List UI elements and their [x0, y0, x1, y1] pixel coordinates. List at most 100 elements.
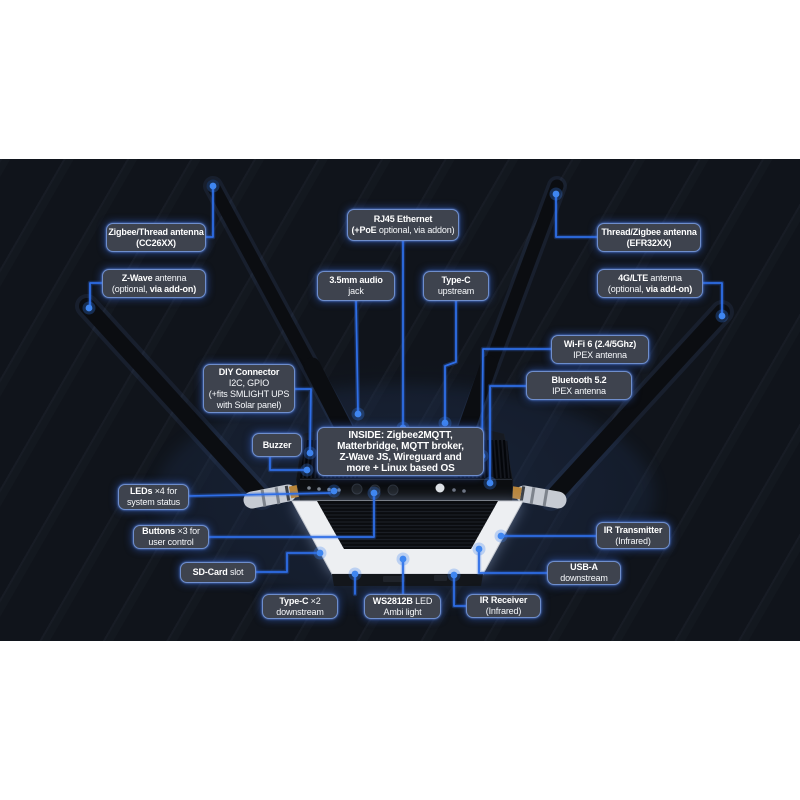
label-line: INSIDE: Zigbee2MQTT, [348, 429, 453, 441]
connector-dot-buzzer [303, 466, 311, 474]
label-line: Matterbridge, MQTT broker, [337, 440, 464, 452]
lte-antenna-graphic [510, 300, 734, 511]
label-line: IPEX antenna [552, 385, 606, 396]
connector-z-wave-antenna [89, 282, 103, 307]
label-line: (+fits SMLIGHT UPS [208, 388, 290, 399]
label-zigbee-thread-antenna: Zigbee/Thread antenna(CC26XX) [106, 223, 206, 252]
label-line: Ambi light [383, 606, 422, 617]
label-line: Z-Wave antenna [121, 272, 187, 283]
connector-buzzer [269, 456, 305, 471]
connector-dot-leds [330, 487, 338, 495]
connector-dot-type-c-upstream [441, 419, 449, 427]
label-line: Thread/Zigbee antenna [601, 226, 697, 237]
connector-dot-thread-zigbee-antenna [552, 190, 560, 198]
label-thread-zigbee-antenna: Thread/Zigbee antenna(EFR32XX) [597, 223, 701, 252]
label-line: jack [348, 286, 364, 296]
connector-thread-zigbee-antenna [555, 196, 598, 238]
label-inside-note: INSIDE: Zigbee2MQTT,Matterbridge, MQTT b… [317, 427, 484, 476]
label-line: 3.5mm audio [329, 275, 383, 285]
connector-type-c-upstream [444, 300, 457, 421]
label-line: LEDs ×4 for [129, 486, 178, 496]
connector-dot-audio-jack [354, 410, 362, 418]
label-line: Type-C ×2 [279, 595, 321, 606]
thread-zigbee-antenna-graphic [454, 176, 567, 446]
label-line: (Infrared) [485, 606, 522, 616]
connector-zigbee-thread-antenna [205, 187, 214, 238]
label-line: WS2812B LED [372, 595, 433, 606]
label-line: Z-Wave JS, Wireguard and [339, 451, 462, 463]
connector-dot-zigbee-thread-antenna [209, 182, 217, 190]
label-line: SD-Card slot [192, 567, 244, 577]
label-rj45-ethernet: RJ45 Ethernet(+PoE optional, via addon) [347, 209, 459, 241]
connector-wifi6-ipex [481, 348, 552, 454]
label-line: downstream [276, 606, 324, 617]
type-c-port [383, 576, 405, 582]
connector-dot-sd-card [316, 549, 324, 557]
label-line: more + Linux based OS [346, 462, 455, 474]
status-leds [307, 486, 341, 492]
sma-connector-right [515, 485, 567, 509]
connector-lte-antenna [702, 282, 723, 314]
label-line: Zigbee/Thread antenna [108, 226, 204, 237]
label-line: Buzzer [262, 439, 292, 450]
connector-dot-diy-connector [306, 449, 314, 457]
label-line: IR Transmitter [603, 524, 663, 535]
label-line: RJ45 Ethernet [373, 214, 433, 224]
connector-dot-lte-antenna [718, 312, 726, 320]
connector-dot-type-c-downstream [351, 570, 359, 578]
label-line: (EFR32XX) [626, 237, 672, 248]
label-line: downstream [560, 573, 608, 583]
label-line: IPEX antenna [573, 349, 627, 360]
connector-sd-card [255, 552, 317, 573]
ir-window [435, 483, 445, 493]
device-base [332, 574, 483, 586]
connector-ir-receiver [453, 577, 467, 607]
label-line: IR Receiver [479, 595, 528, 605]
connector-bluetooth-ipex [489, 385, 527, 481]
label-z-wave-antenna: Z-Wave antenna(optional, via add-on) [102, 269, 206, 298]
ir-receiver-port [434, 575, 447, 581]
label-wifi6-ipex: Wi-Fi 6 (2.4/5Ghz)IPEX antenna [551, 335, 649, 364]
connector-dot-ir-receiver [450, 571, 458, 579]
connector-audio-jack [355, 300, 359, 412]
device-front-vent-fins [320, 503, 496, 548]
control-buttons [351, 483, 399, 496]
zigbee-thread-antenna-graphic [203, 176, 358, 446]
connector-dot-ir-transmitter [497, 532, 505, 540]
label-line: (optional, via add-on) [111, 283, 197, 294]
connector-dot-bluetooth-ipex [486, 479, 494, 487]
label-line: upstream [437, 286, 475, 296]
label-line: Bluetooth 5.2 [551, 374, 607, 385]
label-line: 4G/LTE antenna [618, 272, 682, 283]
connector-dot-buttons [370, 489, 378, 497]
label-line: system status [126, 497, 181, 507]
label-lte-antenna: 4G/LTE antenna(optional, via add-on) [597, 269, 703, 298]
connector-leds [188, 492, 331, 497]
label-line: (CC26XX) [136, 237, 176, 248]
label-line: (+PoE optional, via addon) [351, 225, 455, 235]
label-line: I2C, GPIO [228, 377, 270, 388]
connector-dot-ws2812b [399, 555, 407, 563]
connector-diy-connector [294, 388, 312, 451]
label-sd-card: SD-Card slot [180, 562, 256, 583]
label-line: Wi-Fi 6 (2.4/5Ghz) [563, 338, 637, 349]
label-line: with Solar panel) [216, 399, 282, 410]
label-ir-receiver: IR Receiver(Infrared) [466, 594, 541, 618]
label-ir-transmitter: IR Transmitter(Infrared) [596, 522, 670, 549]
label-line: Buttons ×3 for [142, 526, 200, 536]
label-buzzer: Buzzer [252, 433, 302, 457]
label-line: USB-A [570, 562, 598, 572]
label-line: (optional, via add-on) [607, 283, 693, 294]
label-line: user control [148, 537, 194, 547]
connector-dot-usb-a [475, 545, 483, 553]
